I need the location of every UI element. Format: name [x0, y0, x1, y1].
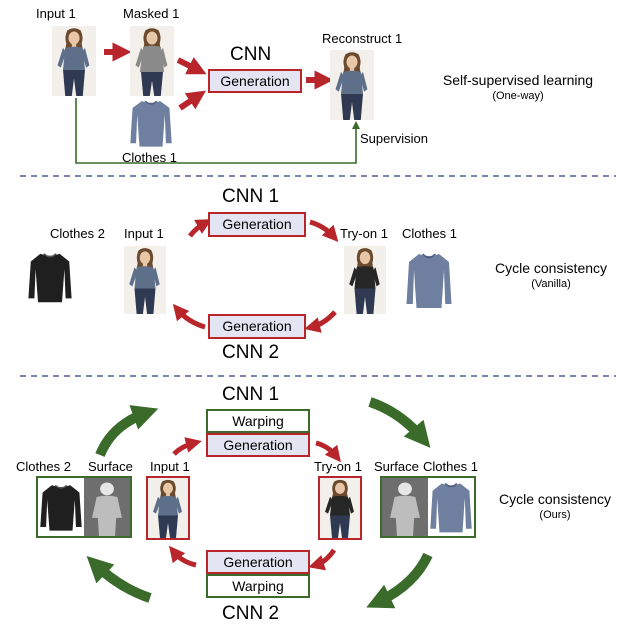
arrow-clothes-to-generation — [178, 90, 206, 111]
person-photo-icon — [344, 246, 386, 314]
cnn1-label: CNN 1 — [222, 186, 280, 207]
shirt-icon — [26, 246, 74, 308]
arrow-input-to-generation — [172, 437, 202, 456]
reconstruct-1-photo — [330, 50, 374, 120]
shirt-icon — [38, 478, 84, 536]
label-input-1: Input 1 — [36, 6, 76, 21]
generation-box-top: Generation — [208, 212, 306, 237]
arrow-cnn2-to-input — [172, 303, 206, 330]
arrow-tryon-to-generation2 — [308, 548, 337, 571]
cnn2-label-ours: CNN 2 — [222, 603, 280, 624]
input-1-photo-b — [124, 246, 166, 314]
tryon-1-photo-ours — [318, 476, 362, 540]
person-photo-icon — [148, 478, 188, 538]
clothes-1-photo — [128, 96, 174, 150]
masked-1-photo — [130, 26, 174, 96]
cnn-label: CNN — [230, 44, 272, 65]
arrow-cnn1-to-tryon — [309, 219, 339, 242]
panel3-description: Cycle consistency (Ours) — [480, 491, 630, 521]
label-surface-left: Surface — [88, 459, 133, 474]
generation-box-ours-bottom: Generation — [206, 550, 310, 574]
warping-box-top: Warping — [206, 409, 310, 433]
shirt-icon — [128, 96, 174, 150]
panel3-subtitle: (Ours) — [539, 509, 571, 521]
panel1-subtitle: (One-way) — [492, 90, 544, 102]
input-1-photo — [52, 26, 96, 96]
label-supervision: Supervision — [360, 131, 428, 146]
tryon-1-photo — [344, 246, 386, 314]
panel2-title: Cycle consistency — [494, 260, 608, 276]
panel1-description: Self-supervised learning (One-way) — [418, 72, 618, 102]
clothes-1-photo-b — [404, 248, 454, 312]
warping-box-bottom: Warping — [206, 574, 310, 598]
supervision-line — [75, 98, 360, 164]
person-photo-icon — [320, 478, 360, 538]
shirt-icon — [428, 478, 474, 536]
label-tryon-1-ours: Try-on 1 — [314, 459, 362, 474]
label-clothes-2-ours: Clothes 2 — [16, 459, 71, 474]
green-arrow-bottom-right — [366, 552, 433, 609]
person-photo-icon — [124, 246, 166, 314]
clothes-2-photo — [26, 246, 74, 308]
green-arrow-bottom-left — [86, 556, 152, 603]
label-input-1-ours: Input 1 — [150, 459, 190, 474]
person-photo-icon — [52, 26, 96, 96]
panel3-title: Cycle consistency — [498, 491, 612, 507]
shirt-icon — [404, 248, 454, 312]
body-silhouette-icon — [382, 478, 428, 536]
green-arrow-top-right — [368, 397, 431, 448]
label-reconstruct-1: Reconstruct 1 — [322, 31, 403, 46]
generation-box: Generation — [208, 69, 302, 93]
surface-clothes-1-pair — [380, 476, 476, 538]
masked-person-icon — [130, 26, 174, 96]
arrow-input-to-cnn1 — [188, 219, 212, 238]
body-silhouette-icon — [84, 478, 130, 536]
label-surface-right: Surface — [374, 459, 419, 474]
arrow-generation2-to-input — [169, 545, 197, 568]
panel1-title: Self-supervised learning — [442, 72, 594, 88]
input-1-photo-ours — [146, 476, 190, 540]
label-masked-1: Masked 1 — [123, 6, 180, 21]
generation-box-ours-top: Generation — [206, 433, 310, 457]
panel2-description: Cycle consistency (Vanilla) — [476, 260, 626, 290]
label-clothes-1b: Clothes 1 — [402, 226, 457, 241]
cnn1-label-ours: CNN 1 — [222, 384, 280, 405]
label-clothes-2: Clothes 2 — [50, 226, 105, 241]
generation-box-bottom: Generation — [208, 314, 306, 339]
label-clothes-1: Clothes 1 — [122, 150, 177, 165]
green-arrow-top-left — [95, 405, 159, 458]
label-input-1b: Input 1 — [124, 226, 164, 241]
label-clothes-1-ours: Clothes 1 — [423, 459, 478, 474]
clothes-2-surface-pair — [36, 476, 132, 538]
arrow-masked-to-generation — [176, 57, 207, 75]
person-photo-icon — [330, 50, 374, 120]
arrow-tryon-to-cnn2 — [304, 310, 337, 333]
label-tryon-1: Try-on 1 — [340, 226, 388, 241]
panel2-subtitle: (Vanilla) — [531, 278, 571, 290]
arrow-generation-to-tryon — [315, 440, 341, 463]
cnn2-label: CNN 2 — [222, 342, 280, 363]
